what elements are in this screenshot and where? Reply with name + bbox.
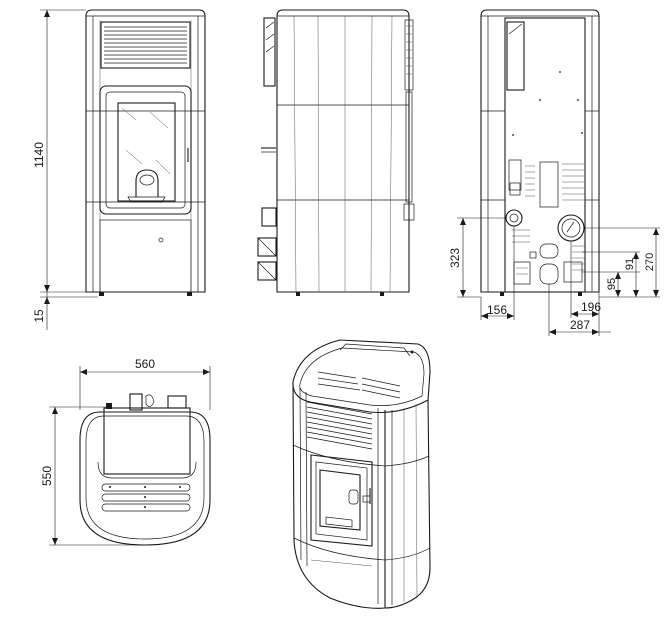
top-grille	[104, 26, 187, 64]
back-view: 323 156 196 287 91 27	[448, 9, 660, 336]
perspective-view	[292, 339, 431, 609]
dim-270: 270	[644, 253, 656, 271]
dim-91: 91	[624, 258, 636, 270]
dim-95: 95	[606, 278, 618, 290]
dim-15: 15	[32, 309, 46, 323]
back-outlet-left	[505, 209, 523, 227]
front-glass	[117, 102, 176, 202]
perspective-door	[310, 454, 373, 547]
dim-323: 323	[448, 248, 462, 268]
dim-196: 196	[581, 300, 601, 314]
perspective-grille	[306, 401, 373, 450]
dim-287: 287	[570, 318, 590, 332]
top-view: 560 550	[40, 357, 211, 546]
side-view	[257, 9, 415, 296]
dim-156: 156	[487, 303, 507, 317]
front-door	[99, 85, 192, 215]
dim-550: 550	[40, 466, 54, 486]
dim-1140: 1140	[32, 142, 46, 168]
front-view: 1140 15	[32, 9, 206, 330]
dim-560: 560	[135, 357, 155, 371]
